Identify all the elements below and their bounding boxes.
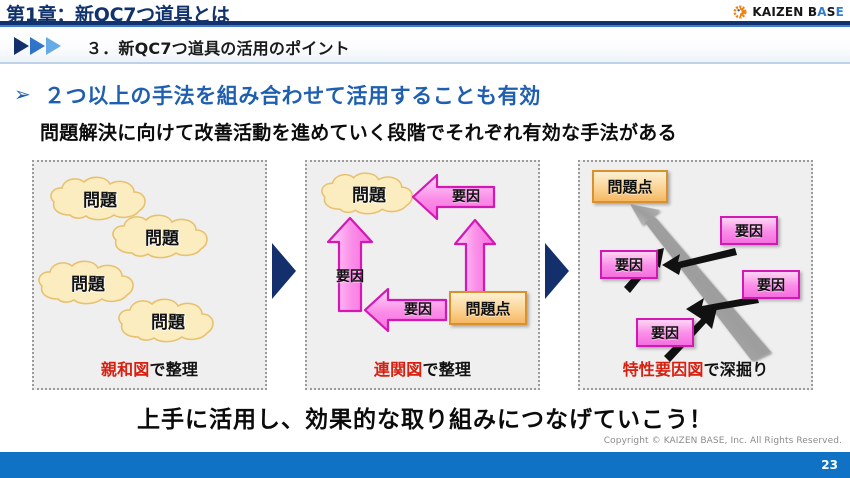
arrow-factor-bottom: 要因 <box>363 286 449 334</box>
logo-text-mid: S <box>826 5 836 19</box>
caption-rest: で整理 <box>149 360 199 379</box>
factor-label: 要因 <box>651 325 679 342</box>
bullet-arrow-icon: ➢ <box>14 82 31 106</box>
panel-caption-fishbone: 特性要因図で深掘り <box>580 356 811 380</box>
flow-arrow-icon-1 <box>272 243 296 299</box>
page-title: 第1章：新QC7つ道具とは <box>6 4 230 26</box>
cloud-problem-2: 問題 <box>110 212 214 260</box>
cloud-label: 問題 <box>71 274 105 295</box>
cloud-shape-icon <box>36 258 140 306</box>
caption-rest: で深掘り <box>703 360 769 379</box>
caption-rest: で整理 <box>422 360 472 379</box>
factor-label: 要因 <box>735 223 763 240</box>
chevron-right-icon-1 <box>14 37 29 55</box>
cloud-shape-icon <box>110 212 214 260</box>
factor-box-top-right: 要因 <box>720 216 778 245</box>
cloud-shape-icon <box>116 296 220 344</box>
logo-text-accent-e: E <box>835 5 844 19</box>
caption-highlight: 特性要因図 <box>622 360 704 379</box>
cloud-problem-3: 問題 <box>36 258 140 306</box>
panel-caption-relations: 連関図で整理 <box>307 356 538 380</box>
closing-message: 上手に活用し、効果的な取り組みにつなげていこう！ <box>137 407 713 433</box>
arrow-label: 要因 <box>404 302 432 318</box>
heading-main: ２つ以上の手法を組み合わせて活用することも有効 <box>44 84 541 108</box>
cloud-label: 問題 <box>145 228 179 249</box>
cloud-problem: 問題 <box>319 170 419 216</box>
problem-point-label: 問題点 <box>607 178 653 196</box>
chevron-right-icon-3 <box>46 37 61 55</box>
cloud-problem-4: 問題 <box>116 296 220 344</box>
factor-box-bottom: 要因 <box>636 318 694 347</box>
arrow-factor-top: 要因 <box>411 172 497 222</box>
arrow-label: 要因 <box>336 269 364 285</box>
header-rule-secondary <box>0 25 850 27</box>
factor-label: 要因 <box>615 257 643 274</box>
footer-bar <box>0 452 850 478</box>
diagram-panel-affinity: 問題 問題 問題 問題 <box>32 160 267 390</box>
panel-caption-affinity: 親和図で整理 <box>34 356 265 380</box>
section-bar: ３．新QC7つ道具の活用のポイント <box>0 30 850 64</box>
cloud-problem-1: 問題 <box>48 174 152 222</box>
factor-box-left: 要因 <box>600 250 658 279</box>
kaizen-gear-icon <box>732 4 748 20</box>
problem-point-label: 問題点 <box>465 299 511 318</box>
cloud-label: 問題 <box>151 312 185 333</box>
cloud-shape-icon <box>48 174 152 222</box>
chevron-group-icon <box>14 37 72 55</box>
caption-highlight: 連関図 <box>373 360 423 379</box>
logo-text-accent-a: A <box>817 5 827 19</box>
chevron-right-icon-2 <box>30 37 45 55</box>
problem-point-box: 問題点 <box>592 170 668 203</box>
factor-box-right: 要因 <box>742 270 800 299</box>
kaizen-base-logo: KAIZEN BASE <box>732 3 844 21</box>
factor-label: 要因 <box>757 277 785 294</box>
arrow-up-center <box>453 218 497 296</box>
arrow-label: 要因 <box>452 189 480 205</box>
diagram-panel-fishbone: 問題点 <box>578 160 813 390</box>
flow-arrow-icon-2 <box>545 243 569 299</box>
logo-text-main: KAIZEN B <box>752 5 818 19</box>
heading-sub: 問題解決に向けて改善活動を進めていく段階でそれぞれ有効な手法がある <box>40 122 677 144</box>
problem-point-box: 問題点 <box>449 291 527 325</box>
section-title: ３．新QC7つ道具の活用のポイント <box>86 39 350 58</box>
header-rule-primary <box>0 21 850 25</box>
cloud-label: 問題 <box>352 185 386 206</box>
copyright-notice: Copyright © KAIZEN BASE, Inc. All Rights… <box>603 436 842 446</box>
slide-header: 第1章：新QC7つ道具とは KAIZEN BASE <box>0 0 850 27</box>
diagram-panel-relations: 問題 要因 <box>305 160 540 390</box>
page-number: 23 <box>821 458 838 472</box>
logo-text: KAIZEN BASE <box>752 5 844 19</box>
cloud-shape-icon <box>319 170 419 216</box>
cloud-label: 問題 <box>83 190 117 211</box>
caption-highlight: 親和図 <box>100 360 150 379</box>
arrow-factor-left: 要因 <box>325 216 375 314</box>
